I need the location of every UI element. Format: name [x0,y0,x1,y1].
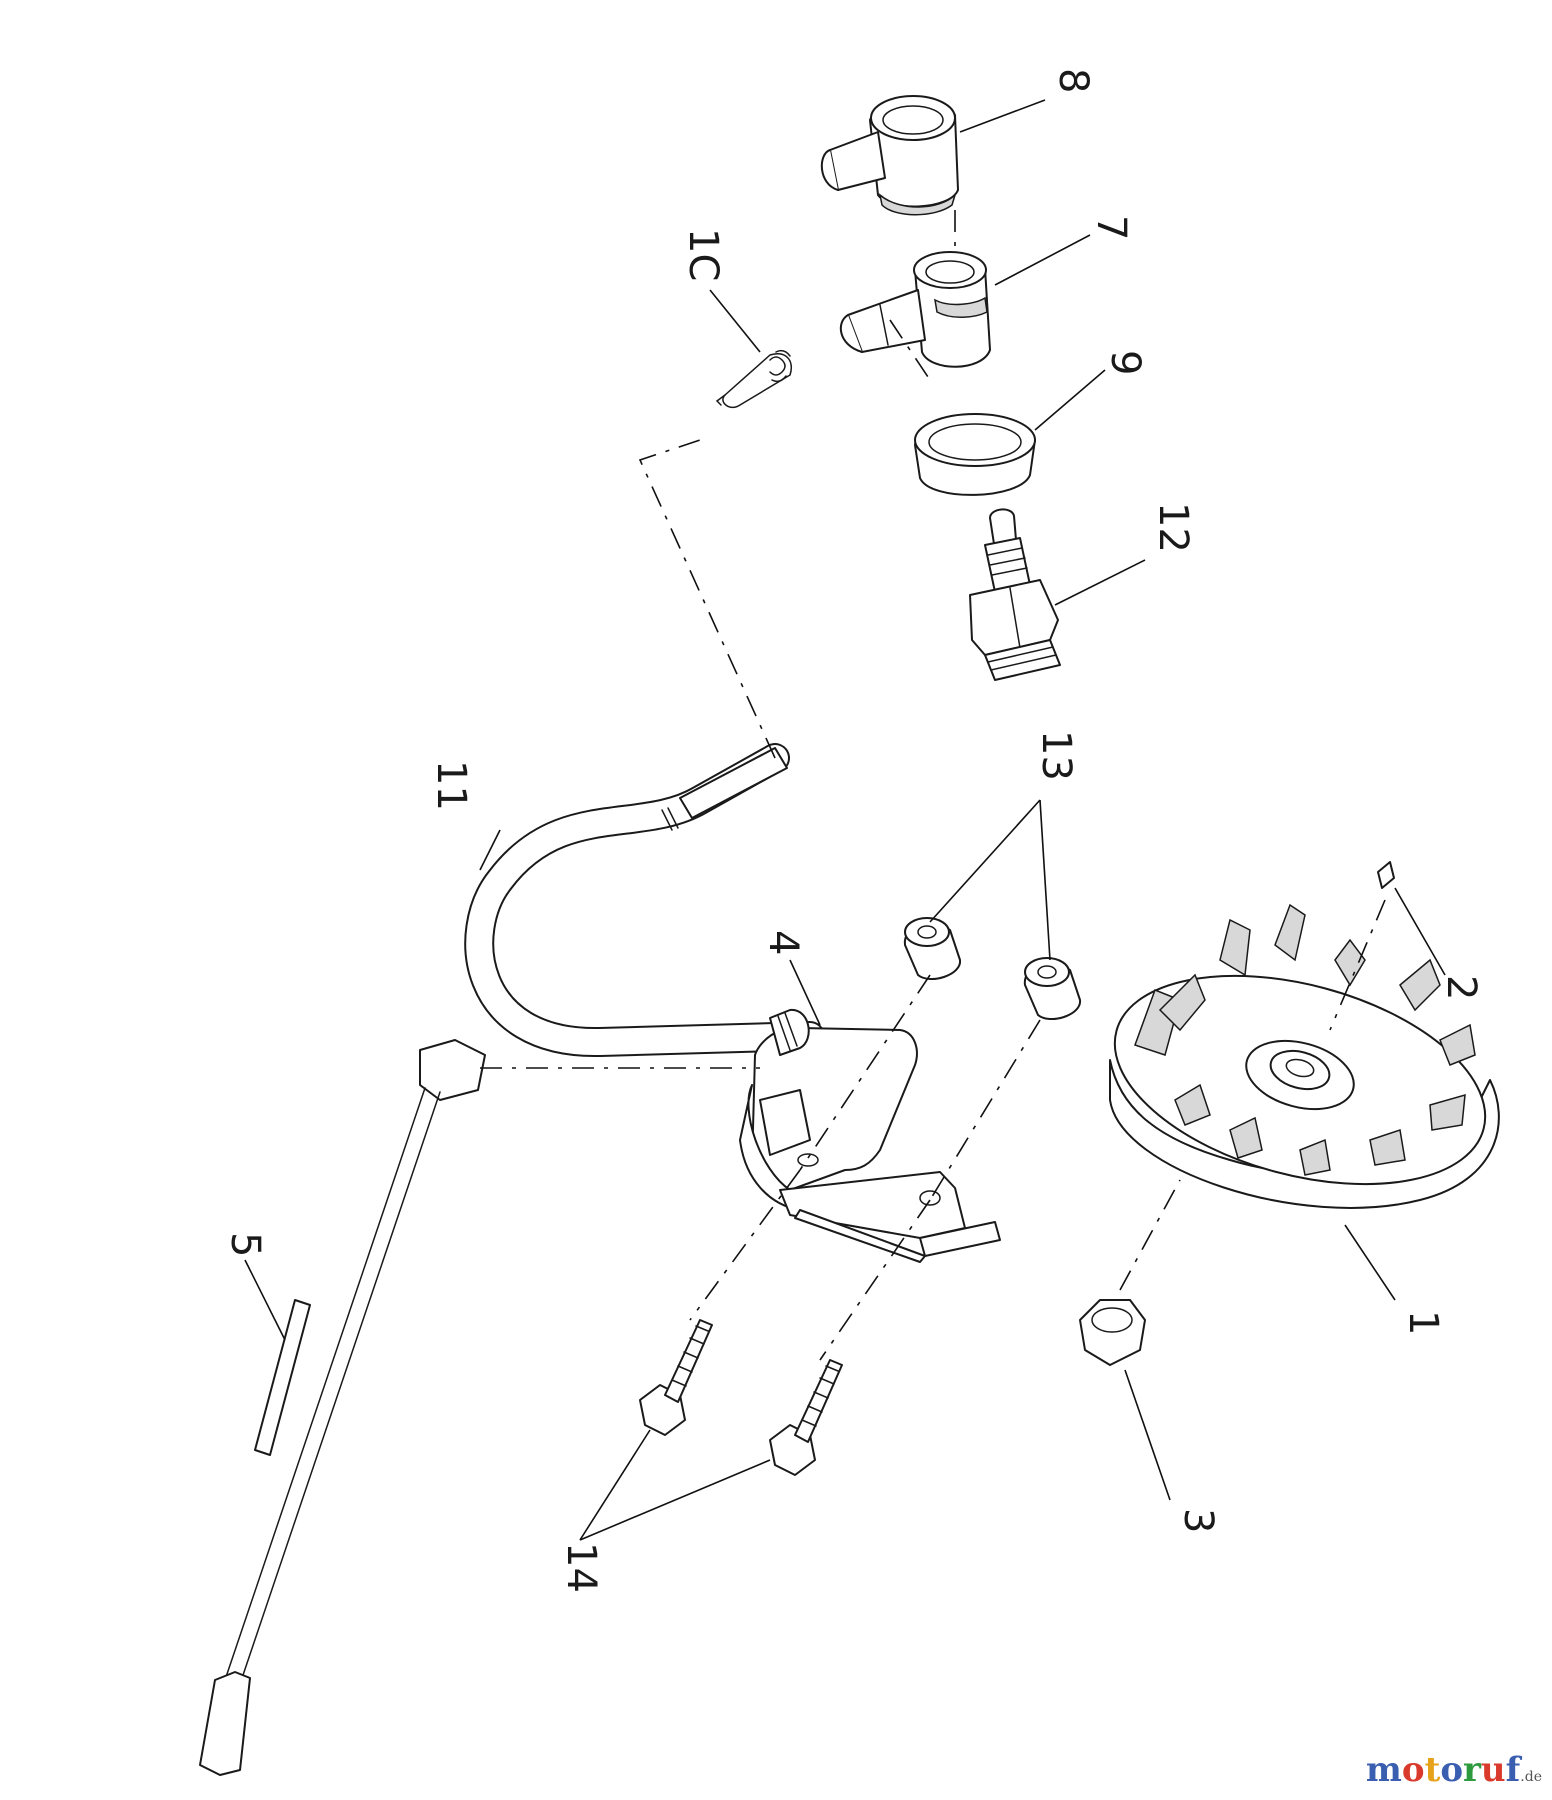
callout-4: 4 [760,930,806,955]
callout-13: 13 [1033,730,1079,781]
watermark-letter: m [1365,1750,1402,1790]
part-13-spacers [903,917,1081,1020]
part-1c-spring-clip [715,349,792,409]
watermark-letter: u [1480,1750,1506,1790]
part-8-boot-cap [820,95,959,216]
part-9-ring [914,413,1036,496]
part-12-spark-plug [969,508,1061,681]
watermark-letter: o [1440,1750,1463,1790]
callout-8: 8 [1050,68,1096,93]
part-5-ground-wire [199,1039,486,1776]
callout-12: 12 [1150,502,1196,553]
watermark-letter: o [1401,1750,1425,1790]
assembly-lines [480,210,1386,1361]
part-7-boot [839,251,991,368]
callouts: 8 7 1C 9 12 11 13 4 2 1 5 3 14 [222,68,1484,1593]
part-1-flywheel [1109,903,1500,1209]
callout-3: 3 [1175,1508,1221,1533]
leader-lines [244,99,1446,1541]
callout-9: 9 [1102,350,1148,375]
part-2-key [1377,861,1395,889]
watermark-logo: motoruf.de [1366,1750,1542,1790]
part-4-ignition-coil [739,1008,1001,1263]
part-11-ignition-lead [464,743,825,1058]
watermark-letter: r [1463,1750,1481,1790]
callout-7: 7 [1088,215,1134,240]
callout-5: 5 [222,1232,268,1257]
part-14-screws [639,1319,843,1476]
callout-2: 2 [1438,975,1484,1000]
watermark-suffix: .de [1520,1769,1542,1785]
callout-1c: 1C [680,228,726,281]
callout-14: 14 [558,1542,604,1593]
watermark-letter: t [1424,1750,1441,1790]
part-3-nut [1079,1299,1146,1366]
callout-11: 11 [428,760,474,811]
callout-1: 1 [1400,1310,1446,1335]
watermark-letter: f [1505,1750,1521,1790]
